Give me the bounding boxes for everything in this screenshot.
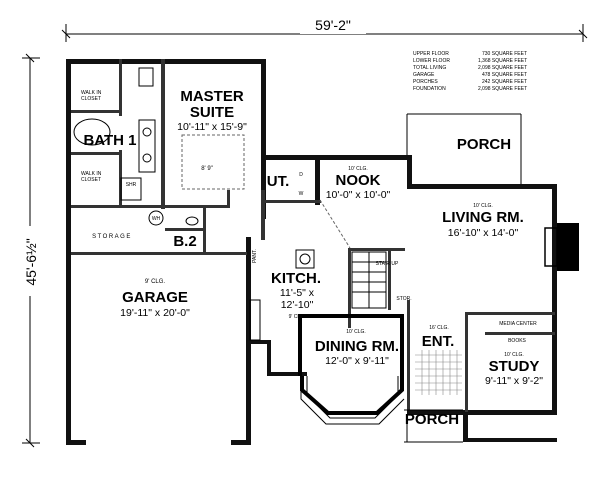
closet-top-line1: WALK IN: [81, 90, 102, 96]
study-ceiling: 10' CLG.: [504, 352, 524, 358]
media-center-label: MEDIA CENTER: [499, 321, 537, 327]
utility-d: D: [299, 172, 303, 178]
master-suite-size: 10'-11" x 15'-9": [177, 121, 247, 133]
fixtures: [73, 67, 315, 341]
dining-bay: [298, 314, 404, 415]
master-suite-name1: MASTER: [180, 88, 244, 105]
area-value-lower: 1,368 SQUARE FEET: [478, 58, 527, 64]
area-value-total: 2,098 SQUARE FEET: [478, 65, 527, 71]
entry-name: ENT.: [422, 333, 455, 350]
nook-ceiling: 10' CLG.: [348, 166, 368, 172]
area-value-garage: 478 SQUARE FEET: [482, 72, 527, 78]
garage-name: GARAGE: [122, 289, 188, 306]
exterior-walls: [66, 59, 557, 445]
nook-name: NOOK: [336, 172, 381, 189]
kitchen-name: KITCH.: [271, 270, 321, 287]
kitchen-size2: 12'-10": [281, 299, 314, 311]
bath1-name: BATH 1: [83, 132, 136, 149]
closet-top-line2: CLOSET: [81, 96, 101, 102]
area-label-total: TOTAL LIVING: [413, 65, 446, 71]
dining-name: DINING RM.: [315, 338, 399, 355]
area-label-porches: PORCHES: [413, 79, 438, 85]
height-dimension: 45'-6½": [23, 238, 39, 285]
living-ceiling: 10' CLG.: [473, 203, 493, 209]
area-value-porches: 242 SQUARE FEET: [482, 79, 527, 85]
study-size: 9'-11" x 9'-2": [485, 375, 543, 387]
area-label-foundation: FOUNDATION: [413, 86, 446, 92]
living-size: 16'-10" x 14'-0": [448, 227, 519, 239]
room-labels: MASTER SUITE 10'-11" x 15'-9" 8' 9" BATH…: [81, 88, 543, 428]
utility-w: W: [299, 191, 304, 197]
kitchen-ceiling: 9' CLG.: [289, 314, 306, 320]
area-label-upper: UPPER FLOOR: [413, 51, 449, 57]
garage-ceiling: 9' CLG.: [145, 279, 165, 285]
kitchen-size1: 11'-5" x: [280, 287, 315, 299]
shower-label: SHR: [126, 182, 137, 188]
utility-name: UT.: [267, 173, 290, 190]
fireplace: [544, 223, 579, 271]
dining-size: 12'-0" x 9'-11": [325, 355, 389, 367]
master-suite-ceiling: 8' 9": [201, 166, 213, 172]
storage-label: STORAGE: [92, 234, 132, 240]
closet-bottom-line2: CLOSET: [81, 177, 101, 183]
entry-ceiling: 16' CLG.: [429, 325, 449, 331]
entry-tile: [415, 350, 462, 395]
width-dimension: 59'-2": [315, 17, 351, 33]
area-value-foundation: 2,098 SQUARE FEET: [478, 86, 527, 92]
wh-label: WH: [152, 216, 161, 222]
area-summary: UPPER FLOOR 730 SQUARE FEET LOWER FLOOR …: [413, 51, 527, 92]
storage-small-label: STOR.: [396, 296, 411, 302]
area-label-garage: GARAGE: [413, 72, 435, 78]
study-name: STUDY: [489, 358, 540, 375]
pantry-label: PANT.: [252, 249, 258, 263]
area-label-lower: LOWER FLOOR: [413, 58, 450, 64]
front-porch-name: PORCH: [405, 411, 459, 428]
master-suite-name2: SUITE: [190, 104, 234, 121]
dining-ceiling: 10' CLG.: [346, 329, 366, 335]
area-value-upper: 730 SQUARE FEET: [482, 51, 527, 57]
back-porch-name: PORCH: [457, 136, 511, 153]
stair-label: STAIR UP: [376, 261, 399, 267]
living-name: LIVING RM.: [442, 209, 524, 226]
b2-name: B.2: [173, 233, 196, 250]
closet-bottom-line1: WALK IN: [81, 171, 102, 177]
ceiling-lines: [181, 134, 351, 249]
books-label: BOOKS: [508, 338, 526, 344]
nook-size: 10'-0" x 10'-0": [326, 189, 391, 201]
garage-size: 19'-11" x 20'-0": [120, 307, 190, 319]
stairs: [351, 251, 387, 309]
interior-walls: [71, 59, 555, 412]
